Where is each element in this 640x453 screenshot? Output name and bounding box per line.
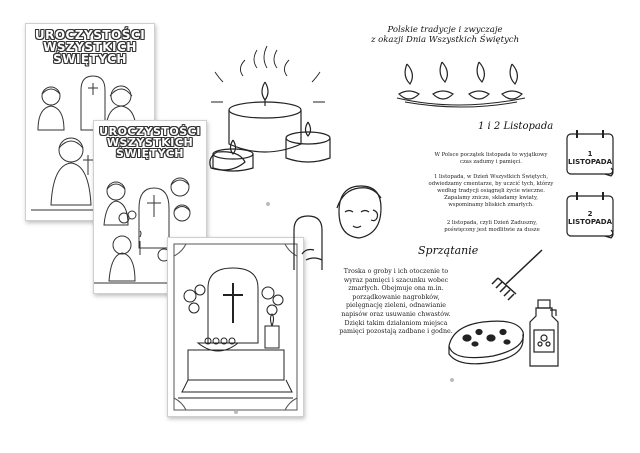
- calendar-card-1: 1 LISTOPADA: [565, 128, 617, 178]
- coloring-page-1-title: UROCZYSTOŚCI WSZYSTKICH ŚWIĘTYCH: [26, 29, 154, 65]
- rake-icon: [491, 249, 543, 301]
- calendar-2-number: 2: [587, 210, 593, 218]
- title-line-2: WSZYSTKICH: [43, 40, 137, 54]
- nov1-text: 1 listopada, w Dzień Wszystkich Świętych…: [428, 174, 554, 208]
- grave-with-flowers-illustration: [173, 243, 298, 411]
- cleaning-text: Troska o groby i ich otoczenie to wyraz …: [339, 268, 453, 336]
- title-line-3: ŚWIĘTYCH: [115, 147, 185, 160]
- info-title-line-1: Polskie tradycje i zwyczaje: [387, 25, 503, 35]
- title-line-2: WSZYSTKICH: [106, 136, 194, 149]
- title-line-1: UROCZYSTOŚCI: [34, 28, 146, 42]
- calendar-icon: [566, 130, 614, 177]
- bottle-icon: [529, 299, 559, 367]
- intro-text: W Polsce początek listopada to wyjątkowy…: [434, 152, 548, 165]
- info-title-line-2: z okazji Dnia Wszystkich Świętych: [370, 35, 520, 45]
- page-dot: [266, 202, 270, 206]
- children-praying-illustration: [31, 75, 149, 211]
- coloring-page-3: [167, 237, 304, 417]
- title-line-3: ŚWIĘTYCH: [53, 52, 127, 66]
- sponge-icon: [448, 320, 525, 365]
- calendar-1-number: 1: [587, 150, 593, 158]
- calendar-icon: [566, 192, 614, 239]
- floating-candles-illustration: [396, 61, 526, 108]
- grave-partial-illustration: [293, 215, 323, 270]
- info-title: Polskie tradycje i zwyczaje z okazji Dni…: [365, 25, 525, 45]
- page-dot: [234, 410, 238, 414]
- coloring-page-2-title: UROCZYSTOŚCI WSZYSTKICH ŚWIĘTYCH: [94, 126, 206, 159]
- calendar-card-2: 2 LISTOPADA: [565, 190, 617, 240]
- calendar-2-month: LISTOPADA: [568, 218, 612, 226]
- nov2-text: 2 listopada, czyli Dzień Zaduszny, poświ…: [444, 220, 540, 233]
- title-line-1: UROCZYSTOŚCI: [99, 125, 201, 138]
- cleaning-heading: Sprzątanie: [418, 244, 479, 257]
- dates-heading: 1 i 2 Listopada: [478, 121, 554, 132]
- page-dot: [450, 378, 454, 382]
- candles-illustration: [209, 45, 331, 172]
- calendar-1-month: LISTOPADA: [568, 158, 612, 166]
- boy-face-illustration: [336, 185, 382, 239]
